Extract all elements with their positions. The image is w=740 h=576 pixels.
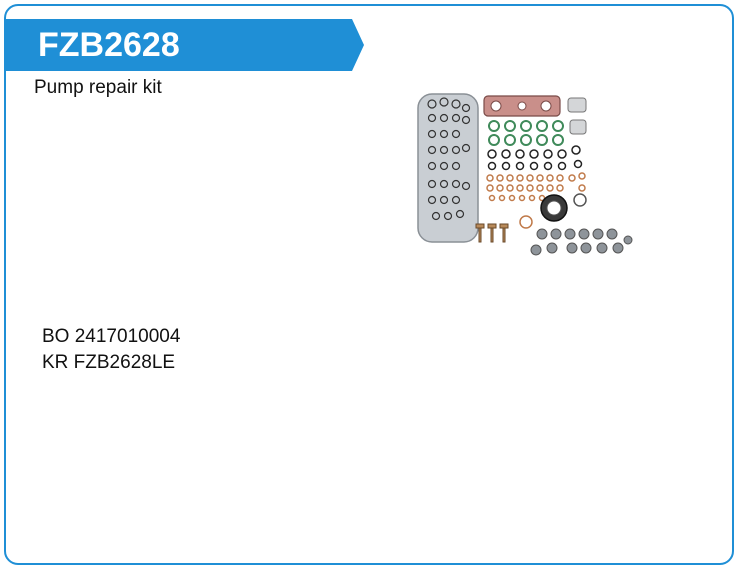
product-description: Pump repair kit	[34, 77, 162, 98]
repair-kit-image	[417, 93, 633, 256]
banner-shape	[6, 19, 364, 71]
product-card: FZB2628 Pump repair kit	[4, 4, 734, 565]
reference-numbers: BO 2417010004 KR FZB2628LE	[42, 324, 180, 376]
reference-kr: KR FZB2628LE	[42, 352, 176, 373]
reference-bo: BO 2417010004	[42, 326, 181, 347]
product-code: FZB2628	[38, 26, 180, 64]
title-banner: FZB2628	[6, 19, 366, 71]
